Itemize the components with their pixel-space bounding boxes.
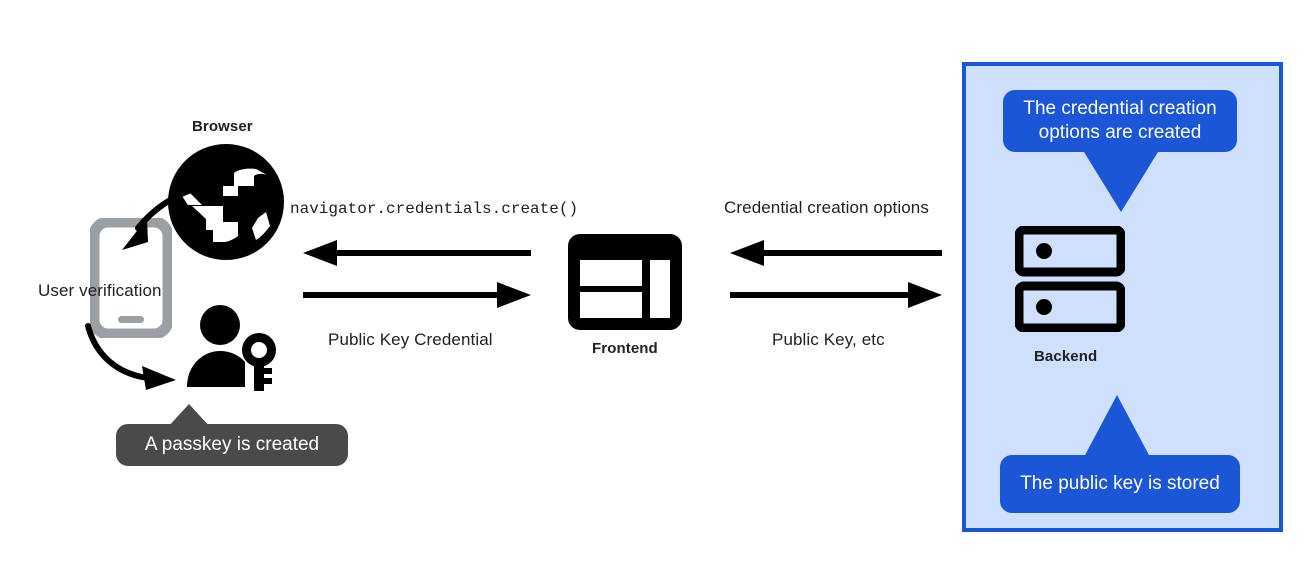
arrow-phone-to-passkey-icon <box>85 323 176 390</box>
credential-options-bubble: The credential creation options are crea… <box>1003 90 1237 152</box>
browser-label: Browser <box>192 118 253 135</box>
server-rack-icon <box>1015 226 1125 332</box>
public-key-stored-bubble-tail <box>1084 395 1150 457</box>
passkey-created-text: A passkey is created <box>144 433 320 455</box>
credential-creation-options-label: Credential creation options <box>724 198 929 217</box>
passkey-created-bubble: A passkey is created <box>116 424 348 466</box>
user-verification-label: User verification <box>38 281 162 300</box>
navigator-create-label: navigator.credentials.create() <box>290 200 579 218</box>
web-layout-icon <box>568 234 682 330</box>
public-key-stored-bubble: The public key is stored <box>1000 455 1240 513</box>
globe-icon <box>168 144 284 260</box>
public-key-etc-label: Public Key, etc <box>772 330 885 349</box>
arrow-left-frontend-backend-icon <box>730 240 942 266</box>
arrow-right-browser-frontend-icon <box>303 282 531 308</box>
arrow-right-frontend-backend-icon <box>730 282 942 308</box>
arrow-left-browser-frontend-icon <box>303 240 531 266</box>
person-with-key-icon <box>187 305 276 391</box>
public-key-credential-label: Public Key Credential <box>328 330 493 349</box>
credential-options-bubble-tail <box>1084 152 1158 212</box>
arrow-browser-to-phone-icon <box>122 183 205 250</box>
smartphone-icon <box>90 218 172 338</box>
backend-label: Backend <box>1034 348 1098 365</box>
frontend-label: Frontend <box>592 340 658 357</box>
public-key-stored-text: The public key is stored <box>1020 472 1220 494</box>
credential-options-text: The credential creation options are crea… <box>1023 97 1217 143</box>
